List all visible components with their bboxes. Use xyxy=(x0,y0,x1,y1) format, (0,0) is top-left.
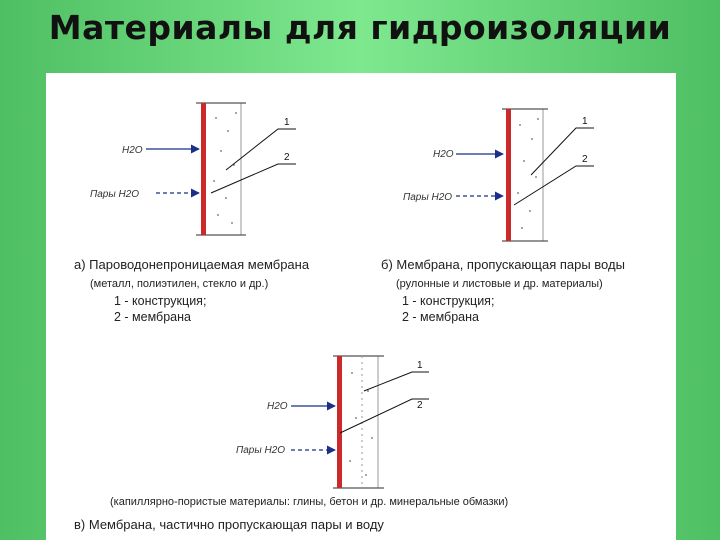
diagram-b-marker-1: 1 xyxy=(582,116,588,127)
diagram-a-vapor-label: Пары H2O xyxy=(90,189,139,200)
diagram-c-subtitle: (капиллярно-пористые материалы: глины, б… xyxy=(110,496,509,508)
diagram-a-porous-dots xyxy=(213,112,237,224)
diagram-a-legend-item-1: 1 - конструкция; xyxy=(114,294,207,308)
diagram-c-marker-1: 1 xyxy=(417,360,423,371)
diagram-b: H2O Пары H2O 1 2 xyxy=(403,108,594,242)
diagram-c: H2O Пары H2O 1 2 xyxy=(236,355,429,489)
diagram-b-membrane xyxy=(506,109,511,241)
diagram-c-marker-2: 2 xyxy=(417,400,423,411)
diagram-a-leader-1 xyxy=(225,128,296,171)
diagram-a-leader-2 xyxy=(210,163,296,194)
diagram-c-leader-1 xyxy=(363,371,429,392)
diagram-b-legend-item-2: 2 - мембрана xyxy=(402,310,479,324)
diagram-b-vapor-label: Пары H2O xyxy=(403,192,452,203)
diagram-a-subtitle: (металл, полиэтилен, стекло и др.) xyxy=(90,278,269,290)
diagram-b-leader-2 xyxy=(513,165,594,206)
diagram-b-porous-dots xyxy=(517,118,539,229)
diagram-a-water-label: H2O xyxy=(122,145,143,156)
diagram-c-membrane xyxy=(337,356,342,488)
diagram-c-leader-2 xyxy=(339,398,429,434)
diagram-a-marker-1: 1 xyxy=(284,117,290,128)
diagram-a-title: а) Пароводонепроницаемая мембрана xyxy=(74,257,310,272)
diagram-a-construction xyxy=(202,102,242,236)
diagram-a-marker-2: 2 xyxy=(284,152,290,163)
diagram-b-water-label: H2O xyxy=(433,149,454,160)
diagram-c-vapor-label: Пары H2O xyxy=(236,445,285,456)
diagram-c-water-label: H2O xyxy=(267,401,288,412)
slide-title: Материалы для гидроизоляции xyxy=(48,8,672,47)
diagram-a-legend-item-2: 2 - мембрана xyxy=(114,310,191,324)
diagram-c-construction xyxy=(339,355,379,489)
diagrams-canvas: H2O Пары H2O 1 2 H2O Пары H2O 1 xyxy=(90,102,594,489)
content-panel: H2O Пары H2O 1 2 H2O Пары H2O 1 xyxy=(46,73,676,540)
diagram-b-marker-2: 2 xyxy=(582,154,588,165)
diagram-a-membrane xyxy=(201,103,206,235)
diagram-b-subtitle: (рулонные и листовые и др. материалы) xyxy=(396,278,603,290)
diagram-c-title: в) Мембрана, частично пропускающая пары … xyxy=(74,517,384,532)
diagram-a: H2O Пары H2O 1 2 xyxy=(90,102,296,236)
diagram-c-porous-dots xyxy=(349,372,373,476)
diagram-b-leader-1 xyxy=(530,127,594,176)
diagram-b-construction xyxy=(508,108,544,242)
diagram-b-title: б) Мембрана, пропускающая пары воды xyxy=(381,257,625,272)
diagram-b-legend-item-1: 1 - конструкция; xyxy=(402,294,495,308)
